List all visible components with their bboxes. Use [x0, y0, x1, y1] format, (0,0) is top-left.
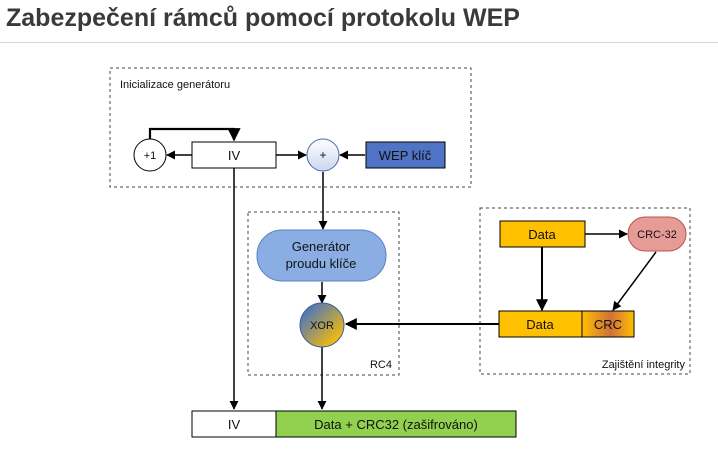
title-divider [0, 42, 718, 43]
wep-key-label: WEP klíč [379, 148, 432, 163]
plus-label: + [319, 148, 326, 162]
output-payload-box [275, 410, 517, 438]
data-bottom-box [498, 310, 583, 338]
output-payload-label: Data + CRC32 (zašifrováno) [314, 417, 478, 432]
group-rc4-label: RC4 [370, 359, 392, 371]
generator-node [256, 229, 387, 282]
generator-label-line1: Generátor [292, 239, 351, 254]
wep-key-box [365, 141, 446, 169]
crc-bottom-label: CRC [594, 317, 622, 332]
xor-node [299, 302, 345, 348]
group-init-label: Inicializace generátoru [120, 79, 230, 91]
crc32-label: CRC-32 [637, 229, 677, 241]
generator-label-line2: proudu klíče [286, 256, 357, 271]
group-integrity-box [479, 207, 691, 375]
group-init-box [109, 67, 472, 188]
loop-arrow [148, 127, 241, 145]
data-bottom-label: Data [526, 317, 554, 332]
group-integrity-label: Zajištění integrity [602, 359, 686, 371]
data-top-box [499, 220, 586, 248]
crc32-to-crc-arrow [612, 251, 657, 311]
iv-output-box [191, 410, 277, 438]
iv-top-label: IV [228, 148, 241, 163]
plus-one-label: +1 [144, 150, 157, 162]
plus-node [306, 138, 340, 172]
data-top-label: Data [528, 227, 556, 242]
iv-top-box [191, 141, 277, 169]
page-title: Zabezpečení rámců pomocí protokolu WEP [6, 4, 520, 32]
crc32-node [627, 216, 687, 252]
group-rc4-box [247, 211, 400, 376]
xor-label: XOR [310, 320, 334, 332]
crc-bottom-box [581, 310, 635, 338]
plus-one-node [133, 138, 167, 172]
iv-output-label: IV [228, 417, 241, 432]
